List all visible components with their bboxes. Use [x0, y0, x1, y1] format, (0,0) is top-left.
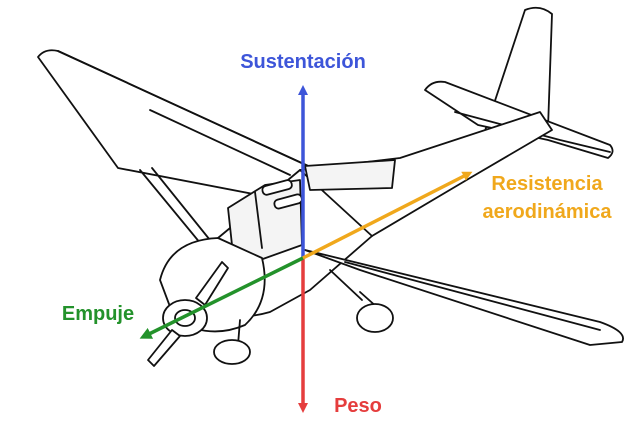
drag-label-line1: Resistencia — [491, 173, 603, 195]
drag-label-line2: aerodinámica — [483, 201, 613, 223]
nose-wheel — [213, 339, 251, 365]
weight-label: Peso — [334, 395, 382, 417]
lift-label: Sustentación — [240, 51, 366, 73]
drag-arrow — [302, 171, 473, 260]
force-vectors — [139, 85, 473, 413]
main-wheel — [356, 303, 394, 333]
thrust-label: Empuje — [62, 303, 134, 325]
right-wing — [304, 249, 624, 346]
propeller — [195, 261, 229, 306]
thrust-arrow — [139, 256, 304, 339]
